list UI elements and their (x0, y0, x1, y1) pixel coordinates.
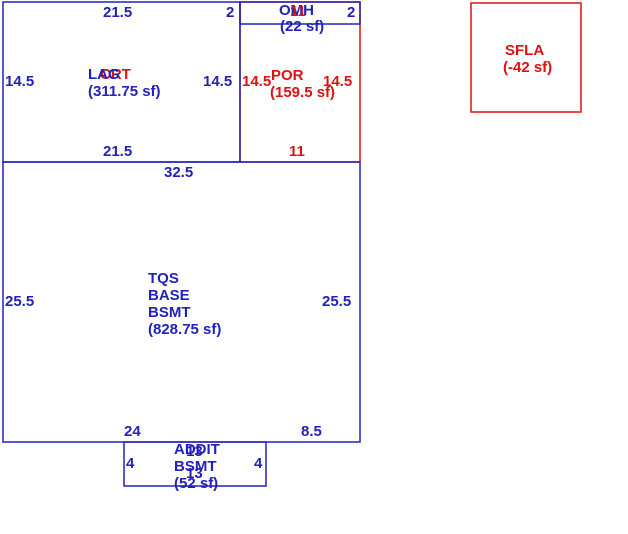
por-area: (159.5 sf) (270, 84, 335, 101)
omh-area: (22 sf) (280, 18, 324, 35)
omh-inner-dim: 11 (290, 3, 306, 20)
tqs-area: (828.75 sf) (148, 321, 221, 338)
por-label: POR (271, 67, 304, 84)
lag-right-dim: 14.5 (203, 73, 232, 90)
lag-area: (311.75 sf) (88, 83, 161, 100)
tqs-label-line3: BSMT (148, 304, 191, 321)
tqs-label-line2: BASE (148, 287, 190, 304)
por-bottom-dim: 11 (289, 143, 305, 160)
omh-right-dim: 2 (347, 4, 355, 21)
omh-left-dim: 2 (226, 4, 234, 21)
tqs-bottom-left-dim: 24 (124, 423, 141, 440)
addit-label-line2: BSMT (174, 458, 217, 475)
tqs-label-line1: TQS (148, 270, 179, 287)
addit-top-dim: 13 (186, 443, 203, 460)
por-left-dim: 14.5 (242, 73, 271, 90)
lag-bottom-dim: 21.5 (103, 143, 132, 160)
addit-right-dim: 4 (254, 455, 263, 472)
tqs-left-dim: 25.5 (5, 293, 34, 310)
omh-outline (239, 1, 361, 25)
addit-bottom-dim: 13 (186, 465, 203, 482)
addit-outline (123, 441, 267, 487)
addit-area: (52 sf) (174, 475, 218, 492)
lag-left-dim: 14.5 (5, 73, 34, 90)
tqs-right-dim: 25.5 (322, 293, 351, 310)
omh-label: OMH (279, 2, 314, 19)
addit-left-dim: 4 (126, 455, 135, 472)
tqs-top-dim: 32.5 (164, 164, 193, 181)
sfla-label: SFLA (505, 42, 544, 59)
addit-label-line1: ADDIT (174, 441, 220, 458)
por-right-dim: 14.5 (323, 73, 352, 90)
lag-top-dim: 21.5 (103, 4, 132, 21)
lag-label: LAG (88, 66, 120, 83)
sfla-outline (470, 2, 582, 113)
sfla-area: (-42 sf) (503, 59, 552, 76)
tqs-bottom-right-dim: 8.5 (301, 423, 322, 440)
crt-label: CRT (100, 66, 131, 83)
